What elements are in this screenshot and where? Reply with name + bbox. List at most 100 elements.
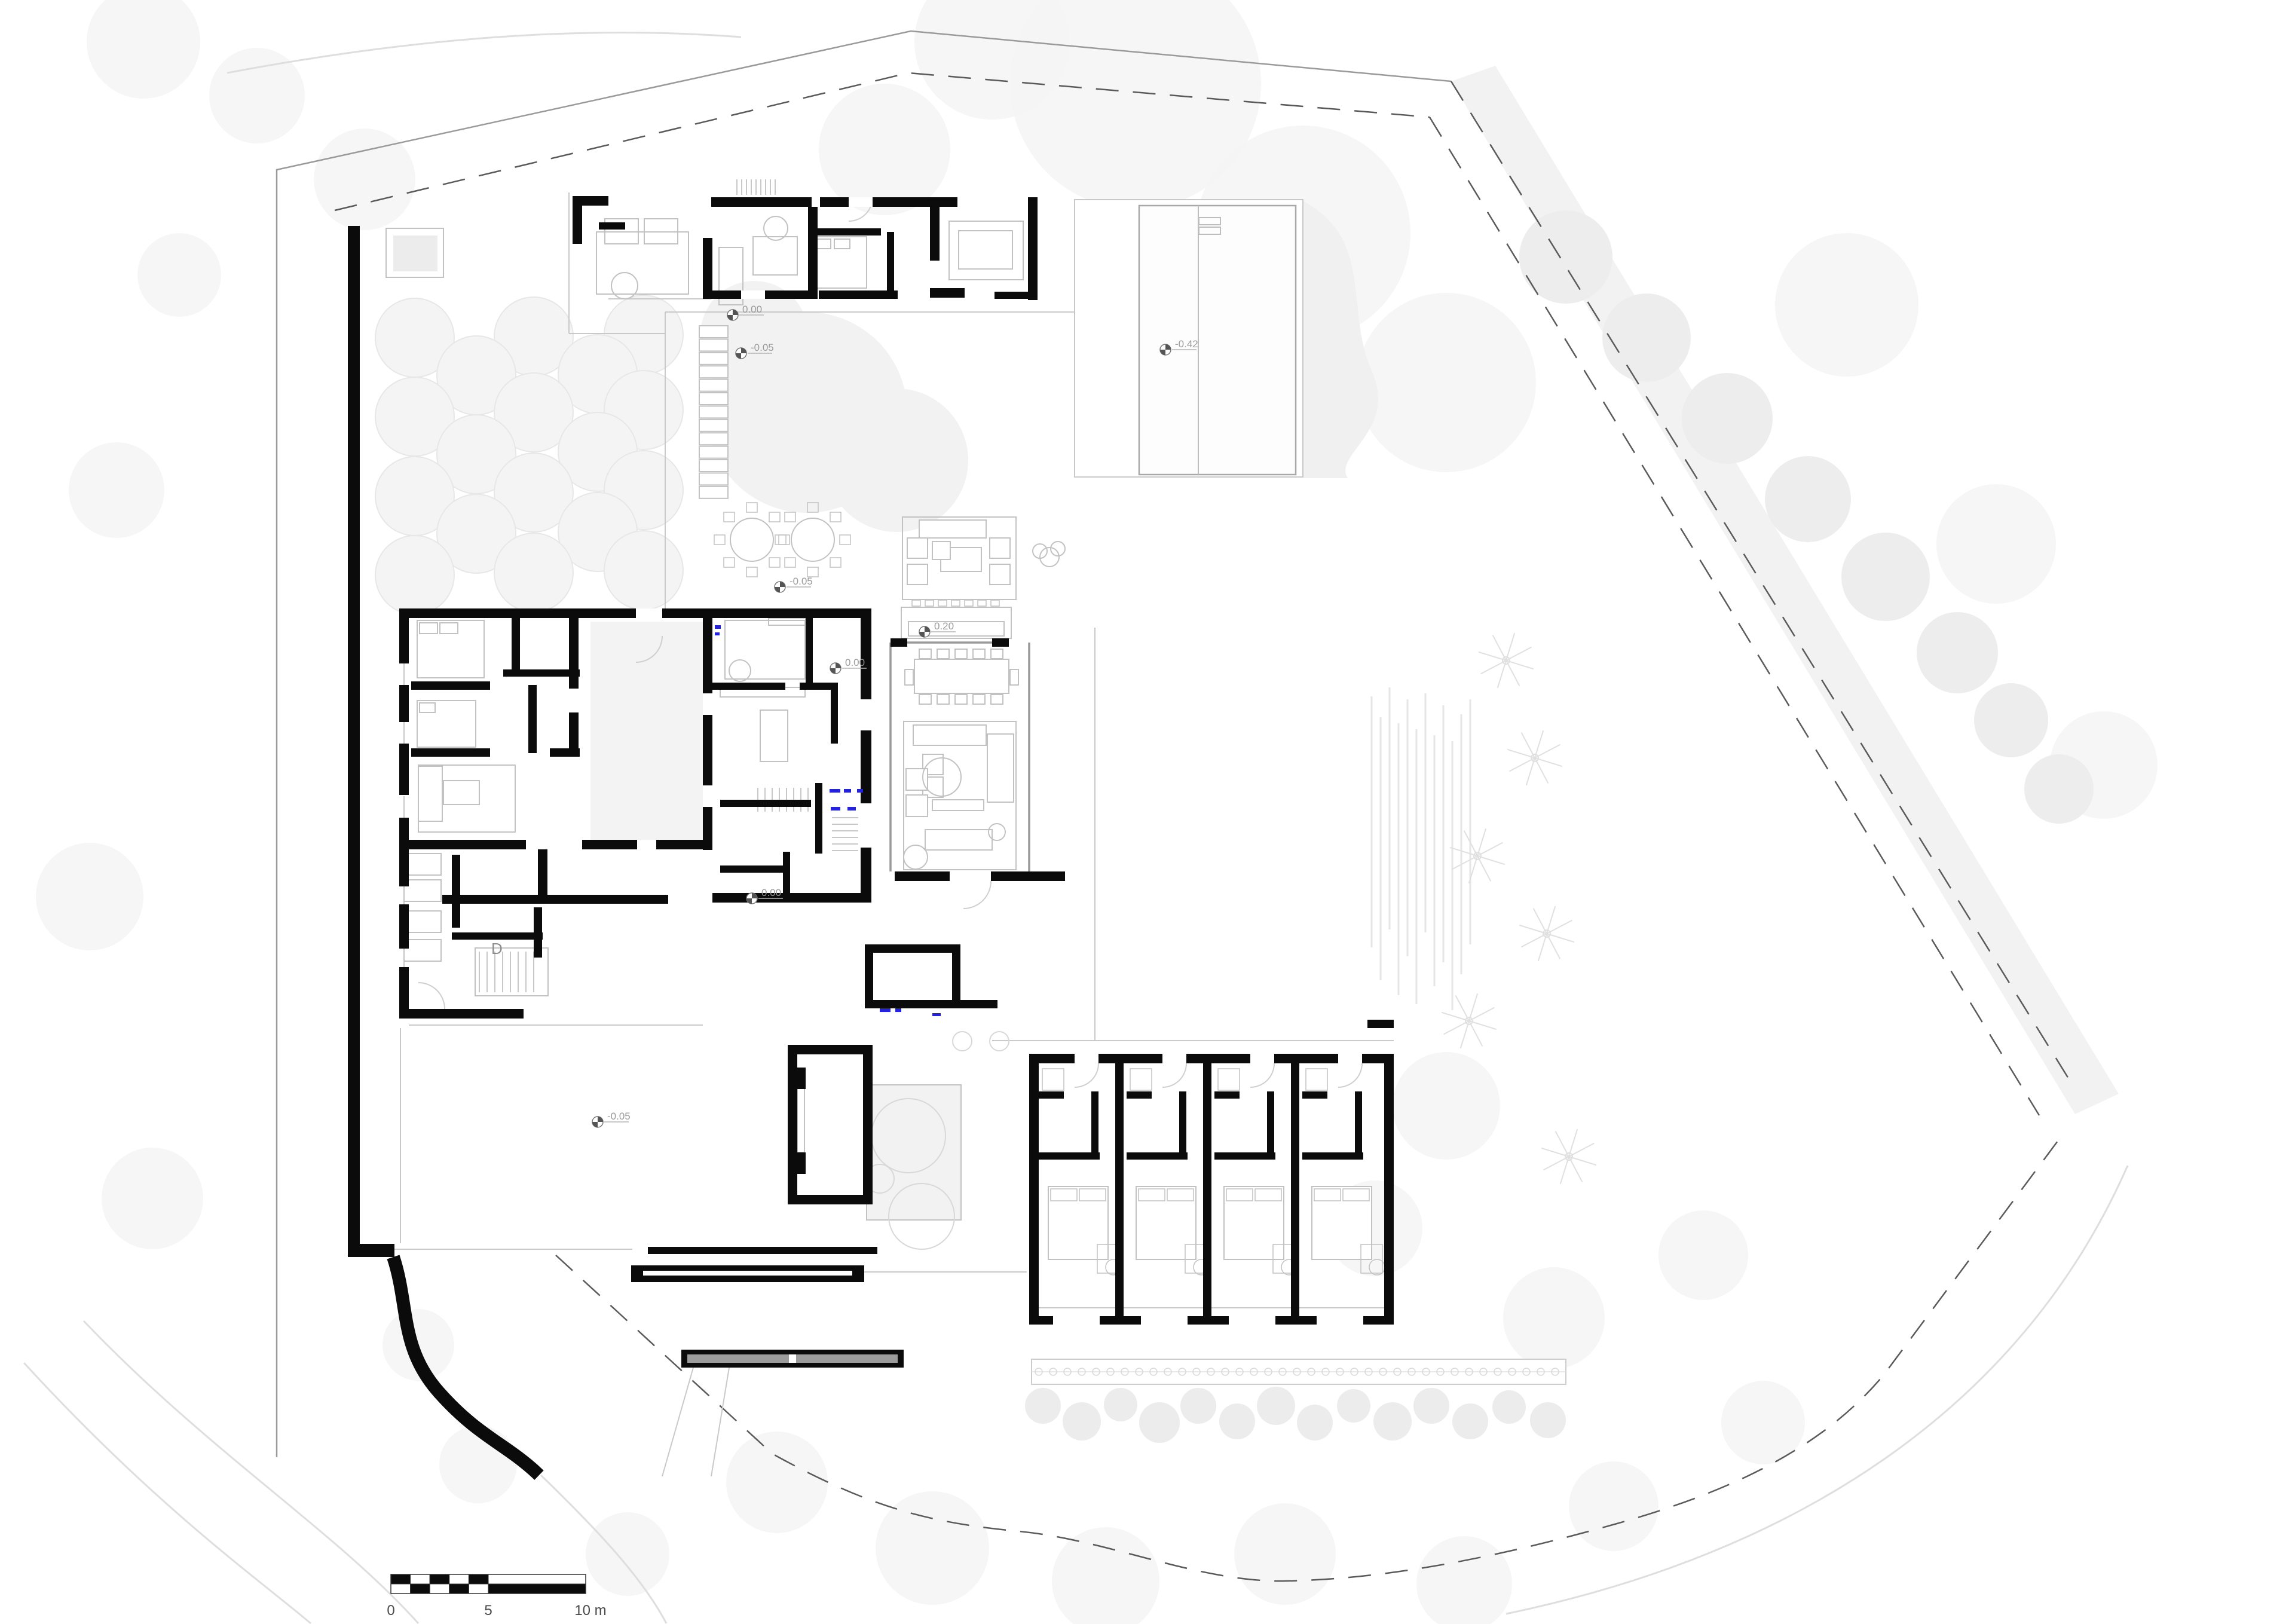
wall [861, 730, 871, 803]
garden-step [699, 405, 729, 419]
wall [703, 608, 871, 618]
scale-cell [429, 1574, 450, 1585]
door-swing-arc [418, 982, 445, 1010]
tree-canopy [819, 84, 950, 215]
garden-step [699, 392, 729, 405]
palm-plant [1478, 632, 1534, 689]
hatched-tree-canopy [1765, 456, 1851, 542]
wall [796, 1068, 806, 1089]
pergola-dot [1121, 1368, 1129, 1376]
wall [930, 288, 965, 298]
outline-rect [644, 218, 678, 244]
wall [534, 907, 542, 958]
blue-accent-marks [715, 625, 941, 1016]
blue-marker [715, 632, 720, 635]
wall-opening [1141, 1316, 1188, 1325]
shower [1130, 1068, 1152, 1091]
road-line [23, 1362, 311, 1624]
bed [1311, 1186, 1372, 1260]
wall [452, 932, 543, 940]
level-value: -0.42 [1175, 338, 1198, 350]
garden-step [699, 378, 729, 392]
outline-rect [958, 230, 1013, 270]
scale-cell [468, 1583, 489, 1594]
scale-label-10m: 10 m [574, 1602, 606, 1619]
wall [815, 783, 822, 854]
road-line [227, 32, 742, 74]
furniture [989, 564, 1011, 585]
furniture [905, 768, 928, 791]
hedge-shrub [1219, 1403, 1255, 1439]
pergola-dot [1221, 1368, 1229, 1376]
hedge-shrub [1373, 1402, 1412, 1441]
blue-marker [895, 1008, 901, 1012]
wall [399, 967, 409, 1016]
wall [512, 608, 520, 675]
site-boundary-solid [276, 30, 1452, 1457]
wall [582, 840, 637, 849]
tree-canopy [1569, 1461, 1658, 1551]
blue-marker [847, 807, 856, 811]
pergola-dot [1106, 1368, 1115, 1376]
scale-cell [488, 1583, 586, 1594]
level-marker: 0.00 [830, 657, 867, 674]
hedge-shrub [1530, 1402, 1566, 1438]
furniture [937, 649, 950, 659]
level-value: 0.20 [934, 620, 954, 632]
garden-step [699, 418, 729, 432]
garden-step [699, 325, 729, 338]
pergola-dot [1049, 1368, 1057, 1376]
pergola-dot [1508, 1368, 1516, 1376]
wall [865, 944, 873, 1004]
planted-area [393, 236, 437, 271]
outdoor-round-table [791, 518, 835, 562]
pool-steps [1198, 227, 1221, 235]
wall [703, 807, 712, 850]
garden-tree-outline [989, 1031, 1009, 1051]
shower [1305, 1068, 1328, 1091]
pergola-dot [1207, 1368, 1215, 1376]
pergola-dot [1379, 1368, 1387, 1376]
bed [1048, 1186, 1109, 1260]
furniture [904, 669, 914, 686]
scale-cell [390, 1583, 411, 1594]
wall [861, 848, 871, 903]
furniture-round [903, 845, 928, 870]
scale-label-0: 0 [387, 1602, 394, 1619]
tree-canopy [69, 442, 164, 538]
wall [1302, 1152, 1363, 1160]
road-line [540, 1474, 668, 1624]
terraces-and-hardscape [385, 192, 1566, 1477]
outline-rect [718, 247, 743, 305]
blue-marker [932, 1013, 941, 1016]
furniture [403, 853, 442, 876]
hedge-shrub [1139, 1402, 1180, 1443]
furniture-round [1050, 541, 1066, 556]
pergola-dot [1235, 1368, 1244, 1376]
pergola-dot [1551, 1368, 1559, 1376]
wall-opening [1250, 1054, 1274, 1063]
wall [411, 681, 490, 690]
pergola-dot [1479, 1368, 1488, 1376]
pergola-dot [1092, 1368, 1100, 1376]
door-swing-arc [1074, 1063, 1099, 1088]
garden-tree-outline [952, 1031, 972, 1051]
hedge-shrub [1257, 1387, 1295, 1425]
outdoor-chair [769, 512, 781, 522]
bar-stool [977, 600, 987, 607]
pillow [1167, 1188, 1194, 1201]
garden-step [699, 432, 729, 446]
outline-rect [417, 700, 476, 748]
furniture [834, 238, 850, 249]
scale-cell [449, 1574, 469, 1585]
hatched-tree-canopy [1682, 373, 1773, 464]
wall [1179, 1091, 1186, 1160]
hedge-shrub [1297, 1405, 1333, 1441]
blue-marker [831, 807, 840, 811]
wall-opening [1075, 1054, 1098, 1063]
setback-dashed-line [1450, 81, 2076, 1090]
stair-treads [832, 817, 858, 851]
pergola-dot [1063, 1368, 1072, 1376]
gate-tick [789, 1354, 796, 1363]
tree-canopy [726, 1432, 828, 1533]
